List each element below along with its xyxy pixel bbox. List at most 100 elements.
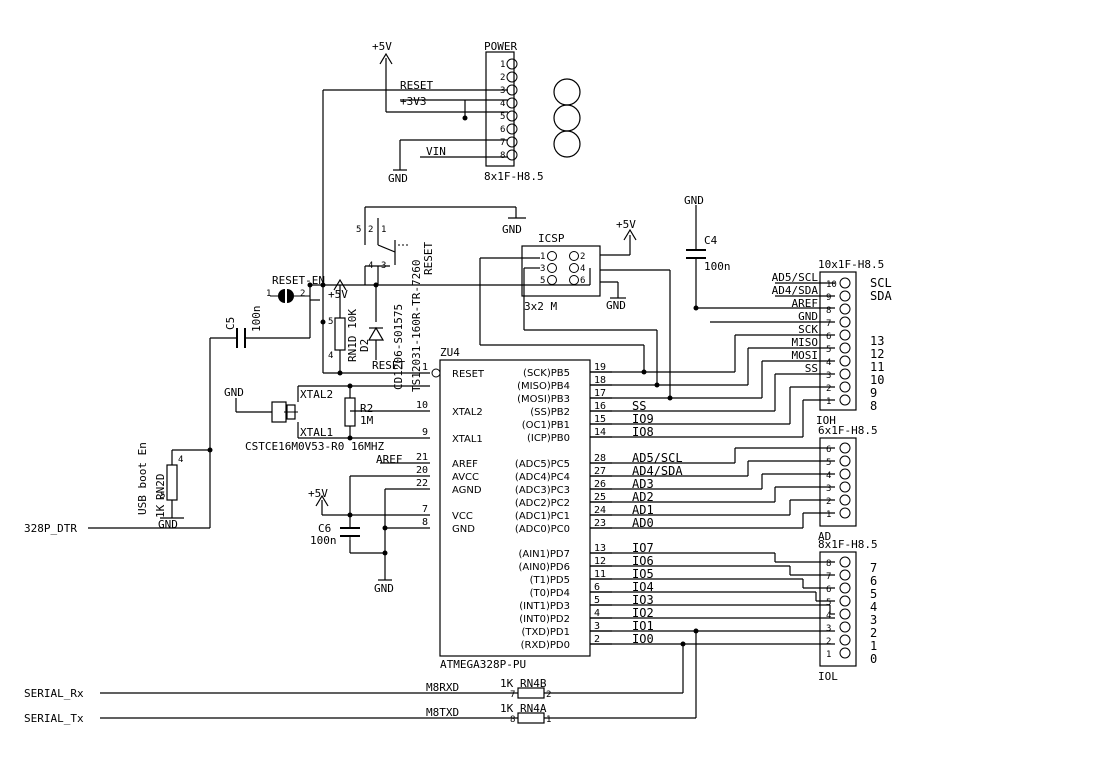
iol-pin-num: 8 [826,559,831,569]
ad-ref: AD [818,530,831,543]
rn2-value: 1K [154,504,167,518]
mcu-pin-num: 8 [422,517,428,528]
mcu-pin-name: (SCK)PB5 [523,368,570,379]
power-pin-8: 8 [500,151,505,161]
rn4b-resistor: 1K RN4B 7 2 [500,677,551,700]
mcu-pin-name: (T1)PD5 [530,575,570,586]
crystal-part: CSTCE16M0V53-R0 16MHZ [245,440,384,453]
capacitor-c5: C5 100n [224,306,263,348]
reset-switch-label: RESET [422,242,435,275]
mcu-net-label: AD1 [632,503,654,517]
rn1-name: RN1D 10K [346,309,359,362]
mcu-pin-name: (SS)PB2 [530,407,570,418]
mcu-pin-name: XTAL2 [452,407,483,418]
ioh-side-label: 11 [870,360,884,374]
iol-side-label: 4 [870,600,877,614]
reset-en-label: RESET-EN [272,274,325,287]
serial-rx-net: M8RXD [426,681,459,694]
usb-boot-label: USB boot En [136,442,149,515]
iol-header: 8x1F-H8.5 IOL [818,538,878,683]
xtal1-label: XTAL1 [300,426,333,439]
mcu-pin-num: 26 [594,479,606,490]
mcu-pin-num: 1 [422,362,428,373]
iol-pin-num: 5 [826,598,831,608]
wires [88,52,835,719]
ioh-net-label: AD5/SCL [772,271,819,284]
mcu-net-label: IO1 [632,619,654,633]
ioh-pin-socket [839,394,851,406]
mcu-pin-num: 24 [594,505,606,516]
iol-side-label: 1 [870,639,877,653]
power-header-part: 8x1F-H8.5 [484,170,544,183]
ad-pin-socket [839,455,851,467]
mcu-pin-name: AVCC [452,472,479,483]
icsp-header: ICSP 3x2 M 1 2 3 4 5 6 [521,232,601,313]
iol-side-label: 5 [870,587,877,601]
power-pin-5: 5 [500,112,505,122]
ioh-pin-socket [839,303,851,315]
mcu-pin-name: (ADC1)PC1 [515,511,570,522]
iol-pin-socket [839,608,851,620]
r2-value: 1M [360,414,374,427]
mcu-pin-num: 11 [594,569,606,580]
ioh-pin-num: 7 [826,319,831,329]
icsp-title: ICSP [538,232,565,245]
rn1-pin5: 5 [328,317,333,327]
reset-en-pin1: 1 [266,289,271,299]
ioh-pin-num: 9 [826,293,831,303]
mcu-pin-name: (AIN0)PD6 [518,562,570,573]
reset-switch: 5 2 1 4 3 RESET TS12031-160R-TR-7260 [356,225,435,392]
ioh-pin-num: 10 [826,280,837,290]
mcu-pin-name: (ICP)PB0 [527,433,570,444]
ioh-pin-socket [839,342,851,354]
mcu-net-label: SS [632,399,646,413]
ad-pin-num: 5 [826,458,831,468]
reset-switch-pin-2: 2 [368,225,373,235]
ioh-side-label: 9 [870,386,877,400]
power-pin-3: 3 [500,86,505,96]
mcu-pin-name: GND [452,524,475,535]
c5-value: 100n [250,306,263,333]
iol-side-label: 7 [870,561,877,575]
iol-pin-socket [839,621,851,633]
ioh-pin-socket [839,329,851,341]
power-pin-1: 1 [500,60,505,70]
serial-tx-net: M8TXD [426,706,459,719]
ad-pin-socket [839,442,851,454]
mcu-pin-num: 13 [594,543,606,554]
d2-part: CD1206-S01575 [392,304,405,390]
mcu-net-label: IO2 [632,606,654,620]
icsp-pin-5: 5 [540,276,545,286]
ad-pin-num: 6 [826,445,831,455]
mcu-pin-name: (ADC0)PC0 [515,524,570,535]
ioh-pin-socket [839,368,851,380]
mcu-pin-num: 12 [594,556,606,567]
mcu-net-label: IO9 [632,412,654,426]
reset-switch-pin-4: 4 [368,261,373,271]
rn4a-pin1: 1 [546,715,551,725]
reset-switch-pin-3: 3 [381,261,386,271]
mcu-pin-num: 28 [594,453,606,464]
serial-tx-label: SERIAL_Tx [24,712,84,725]
mcu-pin-name: (OC1)PB1 [522,420,570,431]
c6-gnd-label: GND [374,582,394,595]
mcu-pin-num: 18 [594,375,606,386]
mcu-ref: ZU4 [440,346,460,359]
mcu-net-label: AD5/SCL [632,451,683,465]
ad-pin-socket [839,507,851,519]
ioh-pin-socket [839,316,851,328]
rn4b-pin7: 7 [510,690,515,700]
rn4b-name: RN4B [520,677,547,690]
ad-pin-socket [839,481,851,493]
mcu-pin-num: 4 [594,608,600,619]
ioh-side-label: SCL [870,276,892,290]
mcu-pin-num: 15 [594,414,606,425]
ioh-net-label: AREF [792,297,819,310]
iol-side-label: 3 [870,613,877,627]
ioh-pin-num: 2 [826,384,831,394]
c6-value: 100n [310,534,337,547]
rn1-pin4: 4 [328,351,333,361]
mcu-pin-name: (ADC5)PC5 [515,459,570,470]
mcu-pin-num: 3 [594,621,600,632]
